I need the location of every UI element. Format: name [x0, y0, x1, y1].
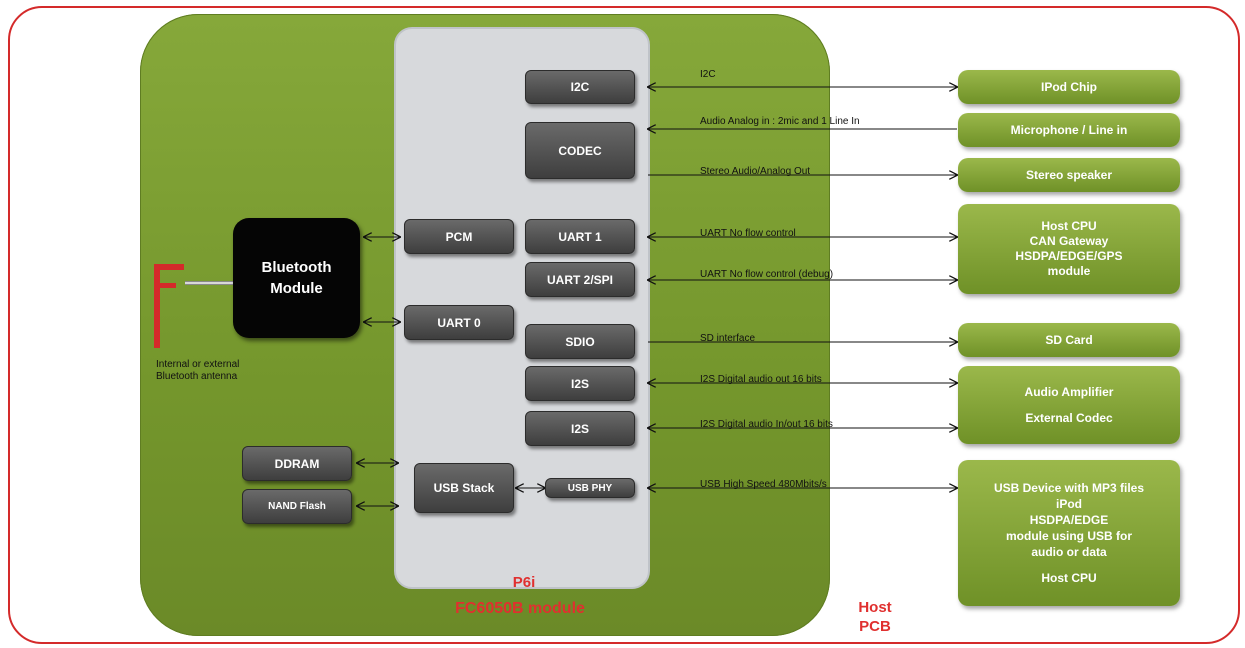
- host-cpu-line3: HSDPA/EDGE/GPS: [1015, 249, 1123, 263]
- stereo-speaker-box: Stereo speaker: [958, 158, 1180, 192]
- antenna-label: Internal or external Bluetooth antenna: [156, 359, 239, 383]
- sdio-block: SDIO: [525, 324, 635, 359]
- usb-stack-block: USB Stack: [414, 463, 514, 513]
- p6i-label: P6i: [512, 574, 536, 591]
- usb-device-line1: USB Device with MP3 files: [993, 481, 1145, 495]
- uart1-block: UART 1: [525, 219, 635, 254]
- host-label-line1: Host: [858, 599, 892, 616]
- usb-device-line4: module using USB for: [1006, 529, 1132, 543]
- uart2-spi-block: UART 2/SPI: [525, 262, 635, 297]
- pcm-block: PCM: [404, 219, 514, 254]
- sd-card-label: SD Card: [1045, 332, 1093, 347]
- i2s-out-block: I2S: [525, 366, 635, 401]
- nand-flash-block: NAND Flash: [242, 489, 352, 524]
- audio-amplifier-label: Audio Amplifier: [1024, 385, 1114, 399]
- bluetooth-module: Bluetooth Module: [233, 218, 360, 338]
- usb-device-box: USB Device with MP3 files iPod HSDPA/EDG…: [958, 460, 1180, 606]
- microphone-box: Microphone / Line in: [958, 113, 1180, 147]
- i2c-block: I2C: [525, 70, 635, 104]
- signal-i2s-out: I2S Digital audio out 16 bits: [700, 374, 822, 385]
- usb-device-line6: Host CPU: [1041, 571, 1097, 585]
- uart0-block: UART 0: [404, 305, 514, 340]
- usb-device-line2: iPod: [1056, 497, 1082, 511]
- i2s-in-block: I2S: [525, 411, 635, 446]
- bluetooth-label-line2: Module: [270, 280, 323, 297]
- host-pcb-label: Host PCB: [820, 598, 930, 636]
- stereo-speaker-label: Stereo speaker: [1025, 167, 1113, 182]
- audio-amplifier-box: Audio Amplifier External Codec: [958, 366, 1180, 444]
- bluetooth-label-line1: Bluetooth: [261, 259, 332, 276]
- signal-sd: SD interface: [700, 333, 756, 344]
- ddram-block: DDRAM: [242, 446, 352, 481]
- signal-i2c: I2C: [700, 69, 716, 80]
- host-cpu-line2: CAN Gateway: [1029, 234, 1109, 248]
- external-codec-label: External Codec: [1025, 411, 1113, 425]
- module-label: FC6050B module: [455, 600, 585, 617]
- host-cpu-line4: module: [1047, 264, 1091, 278]
- usb-device-line5: audio or data: [1031, 545, 1107, 559]
- antenna-icon: [154, 264, 184, 348]
- microphone-label: Microphone / Line in: [1010, 122, 1128, 137]
- signal-usb: USB High Speed 480Mbits/s: [700, 479, 827, 490]
- antenna-label-line2: Bluetooth antenna: [156, 371, 238, 382]
- signal-audio-in: Audio Analog in : 2mic and 1 Line In: [700, 116, 860, 127]
- usb-phy-block: USB PHY: [545, 478, 635, 498]
- signal-uart1: UART No flow control: [700, 228, 796, 239]
- host-label-line2: PCB: [859, 618, 891, 635]
- sd-card-box: SD Card: [958, 323, 1180, 357]
- usb-device-line3: HSDPA/EDGE: [1029, 513, 1109, 527]
- host-cpu-line1: Host CPU: [1041, 219, 1097, 233]
- signal-i2s-in: I2S Digital audio In/out 16 bits: [700, 419, 833, 430]
- ipod-chip-label: IPod Chip: [1041, 79, 1097, 94]
- ipod-chip-box: IPod Chip: [958, 70, 1180, 104]
- host-cpu-box: Host CPU CAN Gateway HSDPA/EDGE/GPS modu…: [958, 204, 1180, 294]
- codec-block: CODEC: [525, 122, 635, 179]
- antenna-label-line1: Internal or external: [156, 359, 240, 370]
- signal-stereo-out: Stereo Audio/Analog Out: [700, 166, 811, 177]
- signal-uart2: UART No flow control (debug): [700, 269, 834, 280]
